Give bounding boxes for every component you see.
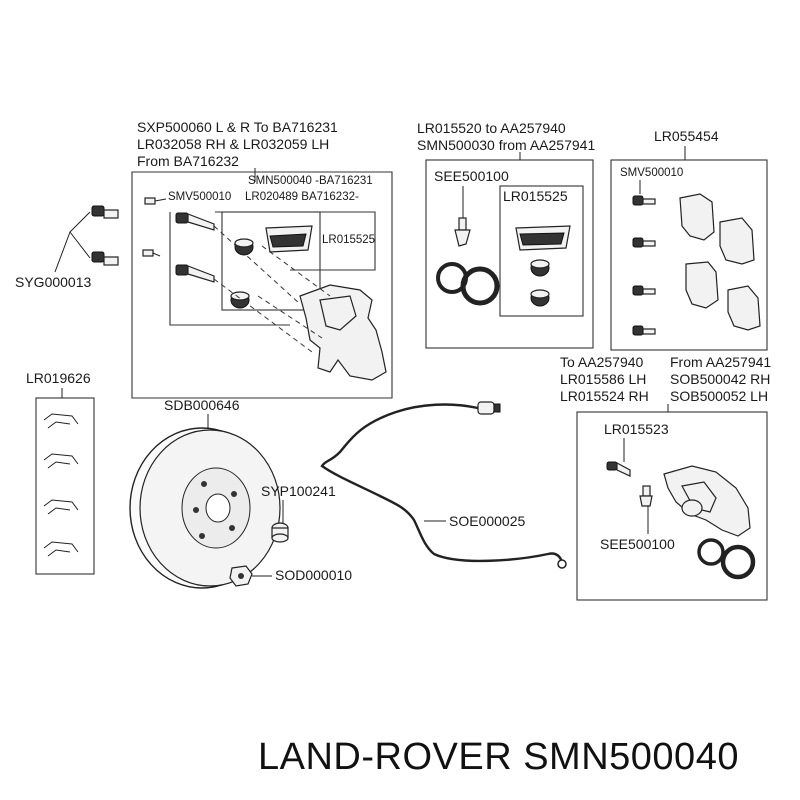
seal-ring-b-icon	[697, 538, 756, 580]
caliper-carrier-icon	[299, 284, 387, 381]
wheel-nut-icon	[229, 565, 253, 587]
label-to-aa257940: To AA257940	[560, 354, 644, 370]
label-from-aa257941: From AA257941	[670, 354, 771, 370]
label-lr015523: LR015523	[604, 421, 669, 437]
pad-group: LR055454 SMV500010	[610, 128, 768, 351]
bolt-subbox-line	[169, 212, 290, 326]
label-lr019626: LR019626	[26, 370, 91, 386]
label-smn500040: SMN500040 -BA716231	[248, 175, 373, 187]
label-sod000010: SOD000010	[275, 567, 352, 583]
disc-group: SDB000646 SYP100241 SOD000010	[129, 397, 352, 589]
caliper-group: To AA257940 LR015586 LH LR015524 RH From…	[560, 354, 771, 601]
clip-kit-group: LR019626	[26, 370, 95, 575]
bleed-screw-icon	[454, 217, 471, 247]
pad-clip-icon	[265, 225, 313, 253]
bushing-icon	[230, 238, 254, 309]
label-sob500042: SOB500042 RH	[670, 371, 770, 387]
seal-ring-icon	[436, 262, 500, 306]
label-lr015524: LR015524 RH	[560, 388, 649, 404]
bleed-bolt-icon	[142, 197, 167, 257]
label-sxp-line2: LR032058 RH & LR032059 LH	[137, 136, 329, 152]
label-lr015586: LR015586 LH	[560, 371, 646, 387]
caliper-group-box	[576, 411, 768, 601]
guide-pin-icon	[606, 461, 631, 477]
seal-group-box	[425, 159, 594, 349]
label-lr020489: LR020489 BA716232-	[245, 191, 359, 203]
label-lr015520-line2: SMN500030 from AA257941	[417, 137, 595, 153]
label-sxp-line1: SXP500060 L & R To BA716231	[137, 119, 338, 135]
disc-screw-icon	[271, 522, 289, 543]
caliper-body-icon	[663, 465, 751, 537]
label-lr015525-b: LR015525	[503, 188, 568, 204]
label-lr015520-line1: LR015520 to AA257940	[417, 120, 566, 136]
label-lr015525-a: LR015525	[322, 234, 375, 246]
pad-group-box	[610, 159, 768, 351]
label-sob500052: SOB500052 LH	[670, 388, 768, 404]
wear-sensor-group: SOE000025	[320, 401, 567, 569]
pad-bolt-icon	[632, 195, 656, 336]
bushing-b-icon	[530, 259, 550, 307]
part-number-caption: LAND-ROVER SMN500040	[258, 736, 739, 778]
anti-rattle-clip-icon	[43, 413, 79, 557]
label-see500100-b: SEE500100	[600, 536, 675, 552]
label-smv500010-a: SMV500010	[168, 191, 231, 203]
pad-clip-b-icon	[515, 225, 571, 251]
pad-subbox	[221, 211, 321, 311]
guide-bolt-icon	[175, 212, 215, 283]
label-sdb000646: SDB000646	[164, 397, 240, 413]
label-see500100-a: SEE500100	[434, 168, 509, 184]
label-syg000013: SYG000013	[15, 274, 91, 290]
seal-group: LR015520 to AA257940 SMN500030 from AA25…	[417, 120, 595, 349]
pad-subbox-b	[499, 185, 584, 317]
assembly-lines	[213, 225, 331, 353]
bleed-screw-b-icon	[639, 485, 653, 507]
brake-disc-icon	[129, 427, 281, 589]
carrier-group-box	[131, 171, 393, 399]
carrier-group: SXP500060 L & R To BA716231 LR032058 RH …	[15, 119, 393, 399]
label-lr055454: LR055454	[654, 128, 719, 144]
sensor-connector-icon	[477, 401, 501, 415]
syg-bolt-icon	[91, 205, 119, 266]
label-smv500010-b: SMV500010	[620, 167, 683, 179]
label-soe000025: SOE000025	[449, 513, 525, 529]
label-syp100241: SYP100241	[261, 483, 336, 499]
brake-pad-icon	[679, 193, 761, 331]
clip-kit-box	[35, 397, 95, 575]
label-sxp-line3: From BA716232	[137, 153, 239, 169]
wear-sensor-cable-icon	[320, 403, 564, 563]
